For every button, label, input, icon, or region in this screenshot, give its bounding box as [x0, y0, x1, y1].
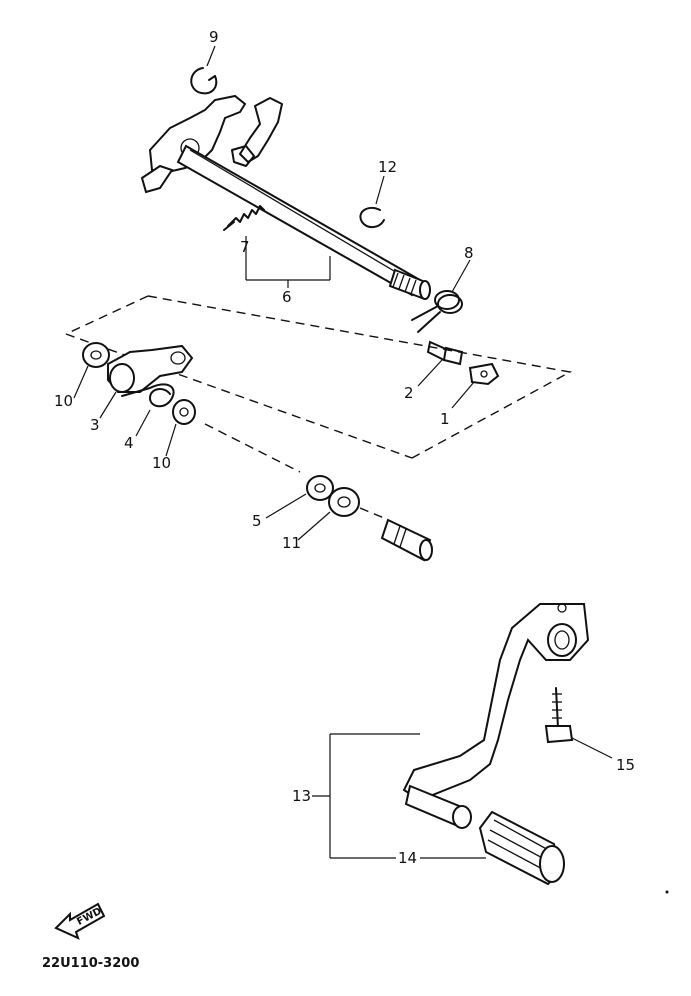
circlip-12	[359, 206, 385, 228]
callout-8: 8	[464, 244, 474, 262]
washer-5	[306, 475, 334, 501]
callout-3: 3	[90, 416, 100, 434]
callout-2: 2	[404, 384, 414, 402]
leader-lines	[73, 45, 613, 859]
circlip-9	[190, 67, 218, 95]
callout-4: 4	[124, 434, 134, 452]
washer-group	[306, 475, 433, 562]
callout-1: 1	[440, 410, 450, 428]
speck	[665, 890, 669, 894]
callout-12: 12	[378, 158, 397, 176]
callout-13: 13	[292, 787, 311, 805]
pedal-rubber-14	[478, 810, 565, 886]
callout-6: 6	[282, 288, 292, 306]
plate-1	[468, 362, 500, 386]
callout-10-upper: 10	[54, 392, 73, 410]
shift-pedal-assembly	[402, 603, 590, 886]
bolt-2	[426, 340, 464, 366]
callout-5: 5	[252, 512, 262, 530]
callout-9: 9	[209, 28, 219, 46]
washer-10-left	[82, 342, 110, 368]
shift-shaft-6	[176, 144, 431, 300]
shift-arm	[140, 94, 283, 194]
pedal-arm-13	[402, 603, 590, 802]
callout-14: 14	[398, 849, 417, 867]
shift-lever-assembly	[82, 342, 196, 425]
spring-8	[411, 290, 463, 333]
diagram-code: 22U110-3200	[42, 956, 139, 971]
spring-4	[121, 383, 175, 408]
washer-10-right	[172, 399, 196, 425]
callout-10-lower: 10	[152, 454, 171, 472]
spring-7	[223, 205, 265, 231]
washer-11	[328, 487, 360, 517]
callout-15: 15	[616, 756, 635, 774]
forward-arrow-icon: FWD	[54, 902, 106, 940]
callout-11: 11	[282, 534, 301, 552]
bolt-15	[544, 687, 574, 744]
callout-7: 7	[240, 238, 250, 256]
callouts: 9 12 8 7 6 2 1 10 3 4 10 5 11 13 14 15	[54, 28, 635, 867]
shift-shaft-assembly	[140, 67, 500, 386]
shaft-axis-line	[204, 423, 301, 473]
